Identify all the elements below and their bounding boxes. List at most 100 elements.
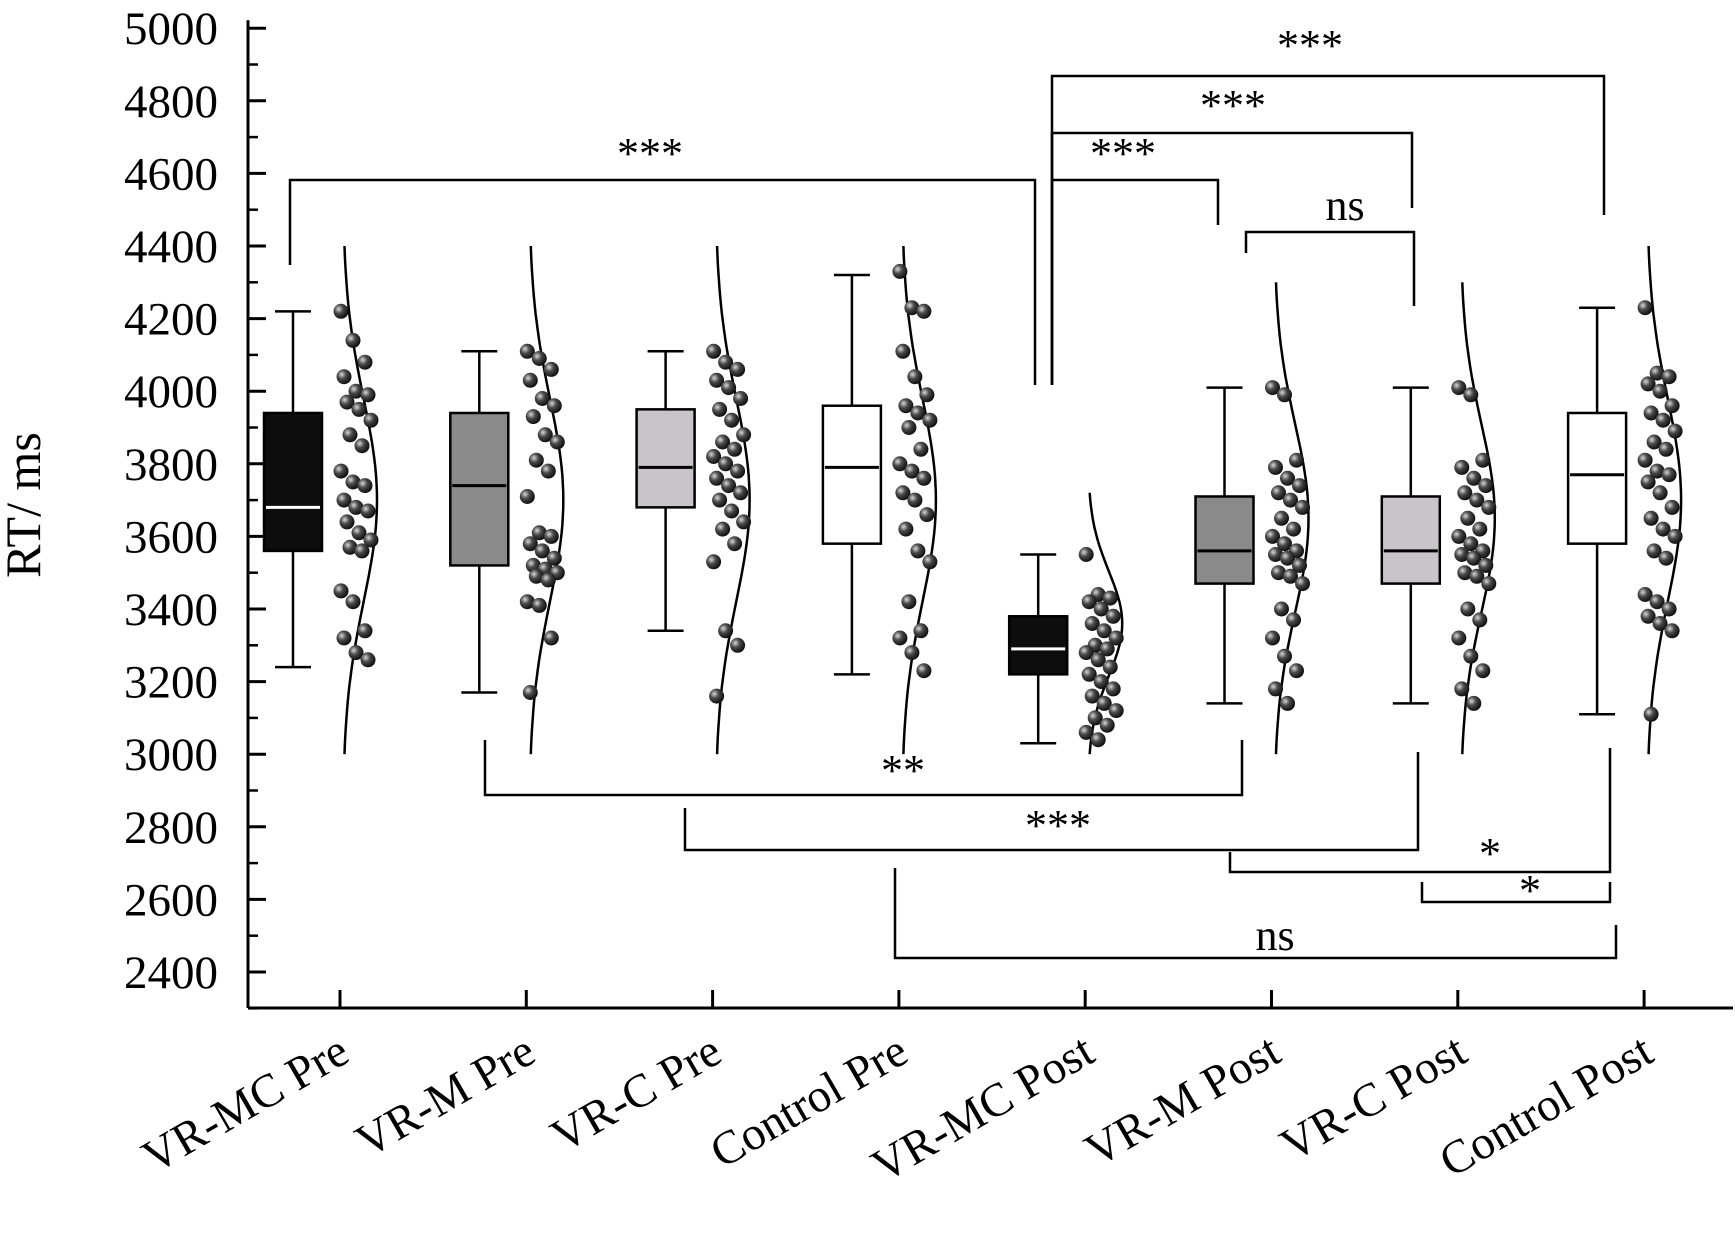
- significance-bracket: [1244, 230, 1416, 306]
- data-point: [339, 514, 355, 530]
- density-curve: [902, 245, 938, 755]
- significance-label: *: [1479, 829, 1501, 878]
- data-point: [1454, 681, 1470, 697]
- data-point: [1466, 695, 1482, 711]
- data-point: [534, 543, 550, 559]
- data-point: [712, 401, 728, 417]
- data-point: [351, 525, 367, 541]
- data-point: [1646, 543, 1662, 559]
- y-axis-title: RT/ ms: [0, 432, 51, 578]
- data-point: [357, 623, 373, 639]
- data-point: [360, 387, 376, 403]
- data-point: [1640, 608, 1656, 624]
- y-tick-label: 4000: [124, 366, 218, 418]
- box-iqr: [1194, 495, 1255, 585]
- data-point: [1643, 706, 1659, 722]
- data-points: [333, 263, 1683, 748]
- data-point: [898, 398, 914, 414]
- significance-brackets: ************ns*******ns: [288, 21, 1618, 960]
- y-axis-title-group: RT/ ms: [0, 432, 51, 578]
- data-point: [1640, 376, 1656, 392]
- data-point: [718, 456, 734, 472]
- data-point: [1286, 612, 1301, 628]
- data-point: [1451, 528, 1467, 544]
- data-point: [1280, 695, 1295, 711]
- significance-label: ***: [1090, 129, 1156, 178]
- data-point: [546, 550, 562, 566]
- data-point: [721, 380, 737, 396]
- axes: 2400260028003000320034003600380040004200…: [124, 3, 1733, 1010]
- data-point: [363, 412, 379, 428]
- data-point: [525, 409, 541, 425]
- data-point: [348, 499, 364, 515]
- data-point: [1451, 380, 1467, 396]
- data-point: [360, 652, 376, 668]
- data-point: [715, 521, 731, 537]
- data-point: [1466, 470, 1482, 486]
- data-point: [709, 372, 725, 388]
- data-point: [1087, 710, 1103, 726]
- data-point: [898, 521, 914, 537]
- significance-bracket: [683, 752, 1420, 852]
- data-point: [1481, 499, 1497, 515]
- data-point: [339, 394, 355, 410]
- data-point: [1105, 608, 1121, 624]
- data-point: [1637, 452, 1653, 468]
- y-tick-label: 2400: [124, 947, 218, 999]
- y-tick-label: 4600: [124, 148, 218, 200]
- data-point: [919, 387, 935, 403]
- box-iqr: [1007, 615, 1069, 676]
- data-point: [336, 630, 352, 646]
- significance-label: ***: [1277, 21, 1343, 70]
- data-point: [336, 492, 352, 508]
- data-point: [730, 361, 746, 377]
- data-point: [1649, 463, 1665, 479]
- data-point: [1268, 547, 1283, 562]
- significance-bracket: [1420, 882, 1612, 904]
- data-point: [522, 372, 538, 388]
- data-point: [736, 427, 752, 443]
- data-point: [1289, 663, 1304, 679]
- data-point: [1481, 576, 1497, 592]
- boxes: [262, 273, 1628, 745]
- y-tick-label: 3600: [124, 511, 218, 563]
- data-point: [1093, 674, 1109, 690]
- data-point: [1469, 492, 1485, 508]
- box-iqr: [449, 411, 510, 567]
- data-point: [1454, 547, 1470, 562]
- data-point: [360, 503, 376, 519]
- data-point: [1274, 601, 1289, 617]
- data-point: [540, 572, 556, 588]
- data-point: [922, 554, 938, 570]
- data-point: [901, 420, 917, 435]
- data-point: [916, 470, 932, 486]
- data-point: [892, 456, 908, 472]
- data-point: [1658, 441, 1674, 457]
- data-point: [910, 543, 926, 559]
- data-point: [730, 637, 746, 653]
- data-point: [540, 463, 556, 479]
- data-point: [519, 594, 535, 610]
- data-point: [895, 343, 911, 359]
- data-point: [519, 343, 535, 359]
- data-point: [1469, 568, 1485, 584]
- box-iqr: [821, 404, 883, 545]
- data-point: [1292, 557, 1307, 573]
- data-point: [348, 645, 364, 661]
- data-point: [1105, 681, 1121, 697]
- data-point: [727, 441, 743, 457]
- data-point: [1472, 612, 1488, 628]
- data-point: [1274, 510, 1289, 526]
- data-point: [1457, 565, 1473, 581]
- data-point: [709, 470, 725, 486]
- data-point: [1265, 528, 1280, 544]
- data-point: [1108, 703, 1124, 719]
- data-point: [913, 441, 929, 457]
- data-point: [1658, 550, 1674, 566]
- data-point: [1271, 565, 1286, 581]
- category-label: VR-MC Pre: [134, 1024, 358, 1183]
- y-tick-label: 3800: [124, 439, 218, 491]
- data-point: [1643, 405, 1659, 421]
- data-point: [333, 303, 349, 319]
